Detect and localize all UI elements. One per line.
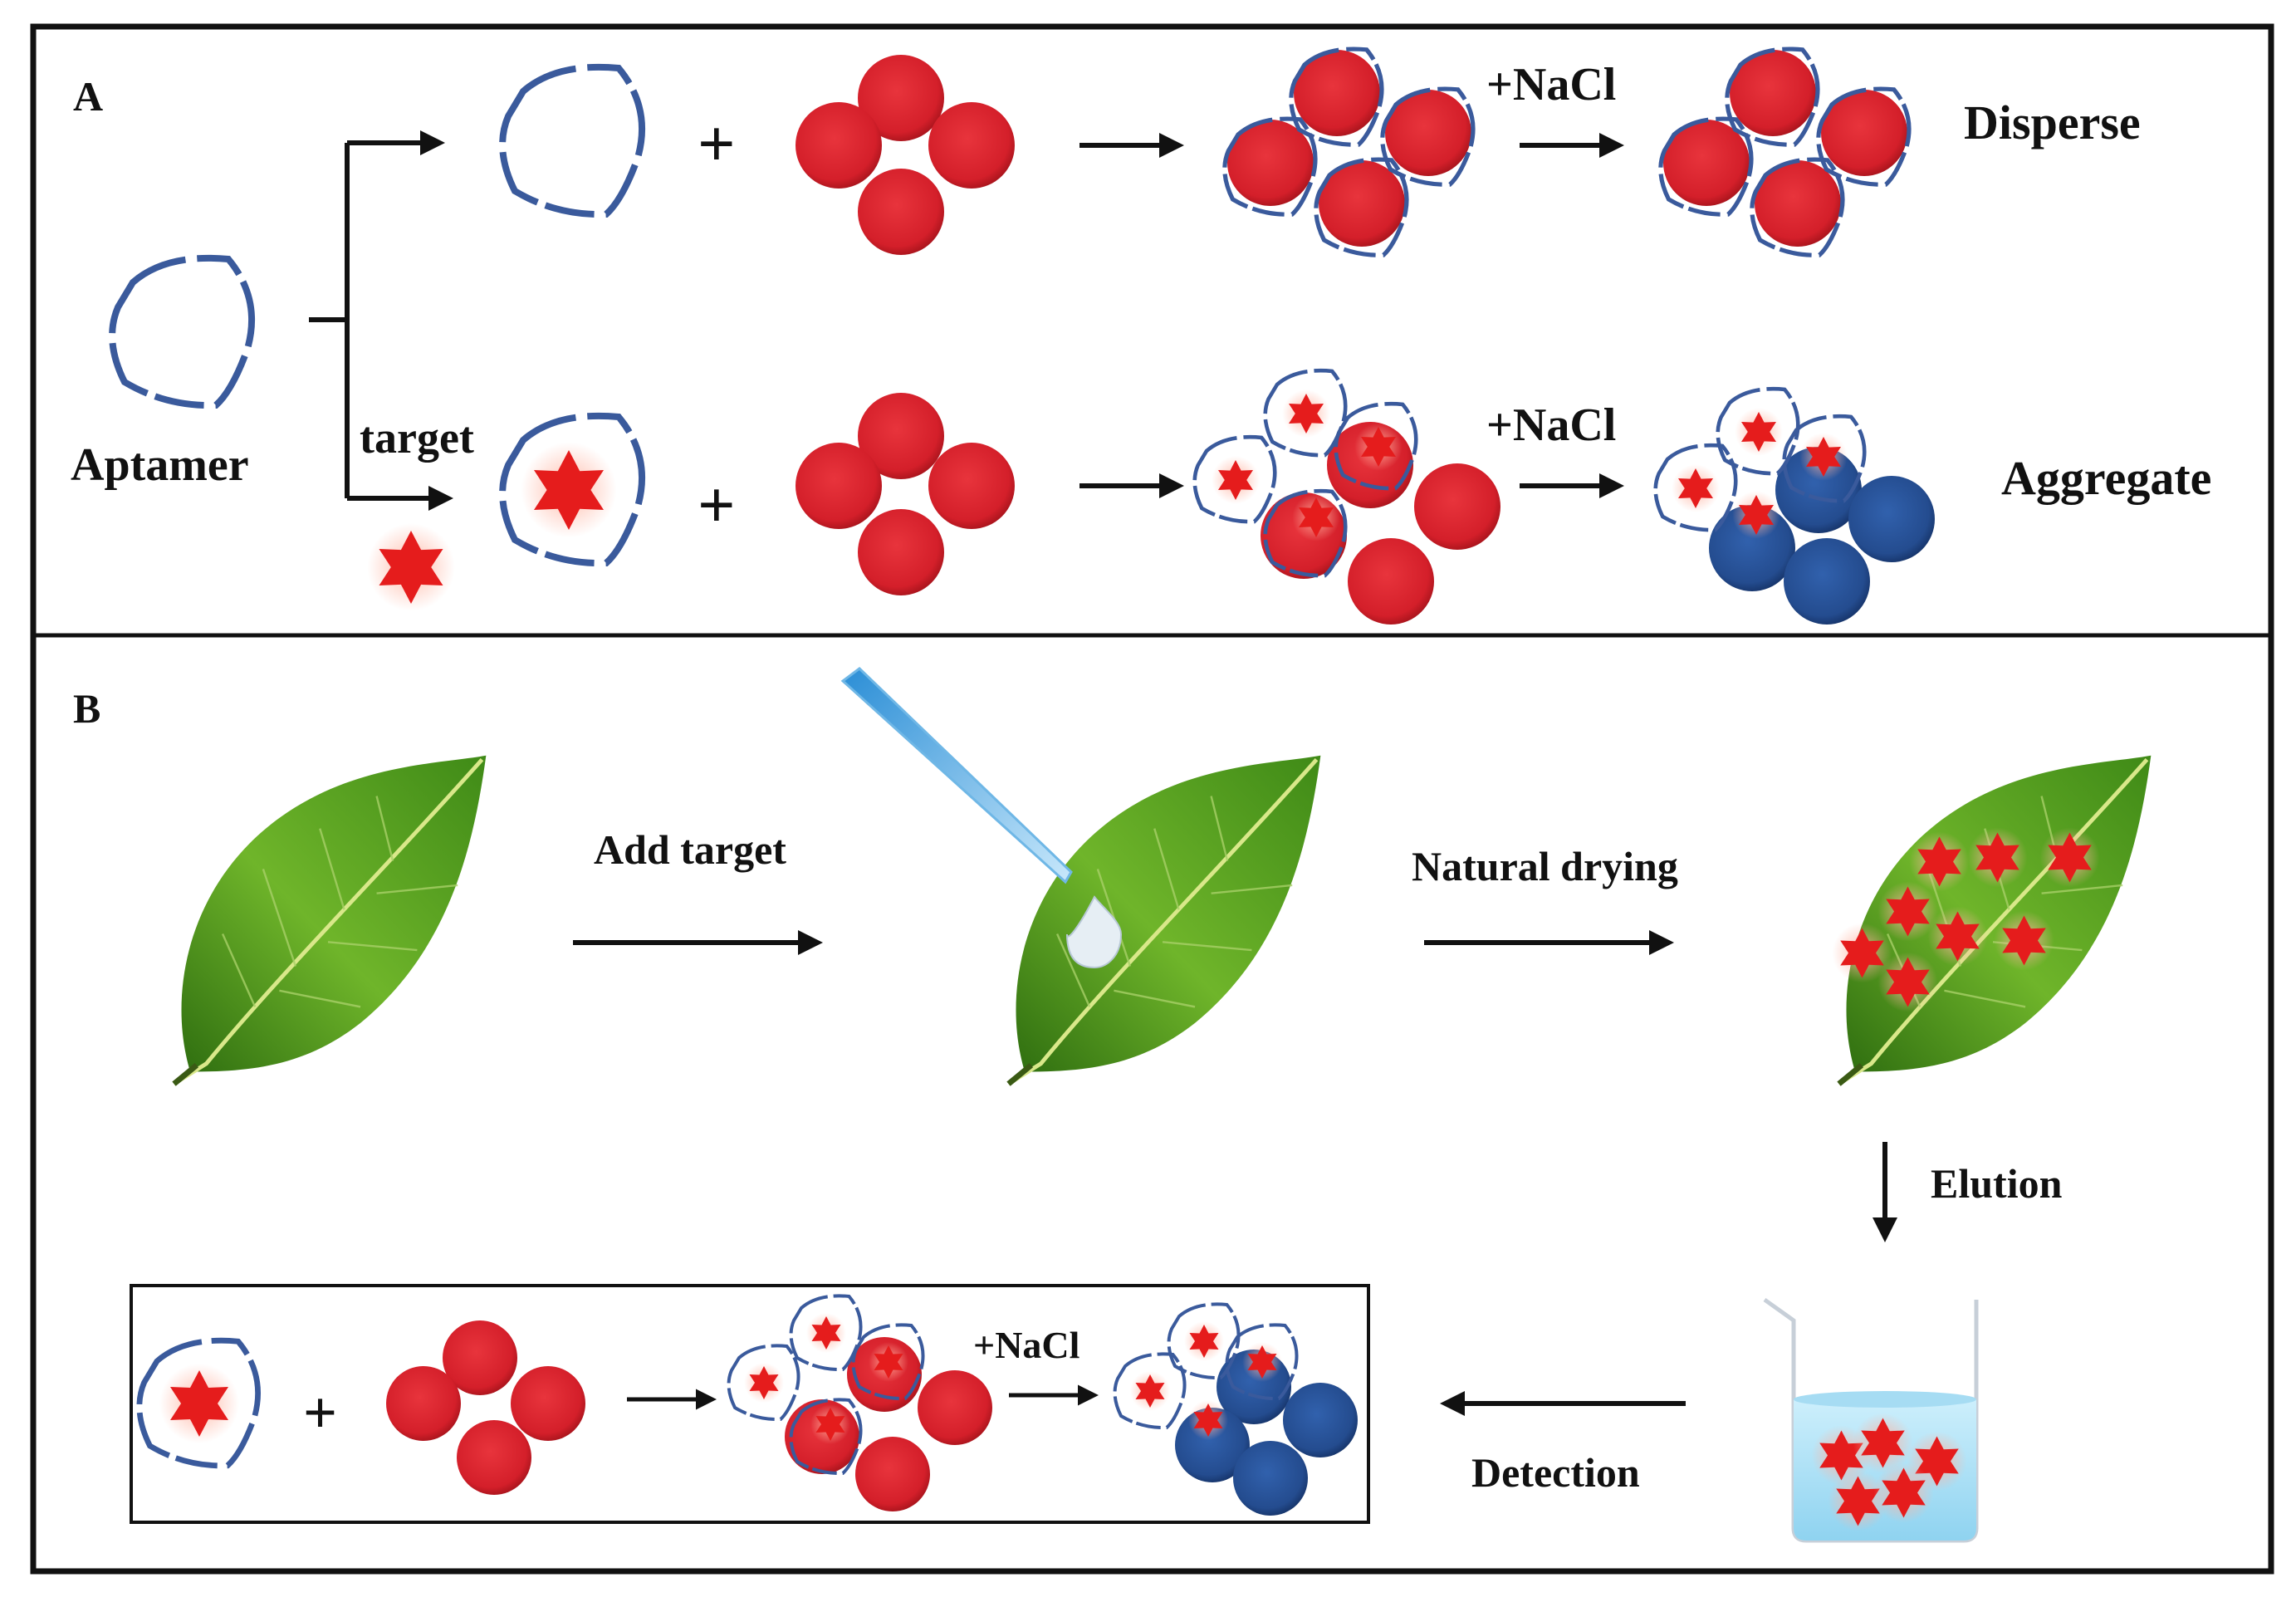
target-star-icon	[367, 523, 455, 611]
gold-nanoparticles-inset	[386, 1320, 585, 1495]
gold-nanoparticles-dispersed	[796, 55, 1015, 255]
aggregate-label: Aggregate	[2001, 451, 2211, 505]
outer-frame	[30, 23, 2274, 1575]
gold-nanoparticles-bare	[796, 393, 1015, 595]
aptamer-coated-nanoparticles	[1225, 49, 1473, 255]
panel-a-label: A	[73, 73, 103, 120]
elution-label: Elution	[1931, 1160, 2063, 1207]
pipette-icon	[840, 667, 1073, 884]
disperse-label: Disperse	[1964, 96, 2141, 149]
aggregated-nanoparticles-inset	[1113, 1302, 1358, 1516]
dispersed-stable-nanoparticles	[1661, 49, 1909, 255]
nacl-label-bottom: +NaCl	[1486, 399, 1616, 451]
leaf-icon	[1009, 756, 1321, 1084]
partially-protected-nanoparticles-inset	[727, 1294, 992, 1511]
plus-sign-top: +	[698, 108, 736, 181]
leaf-with-targets-icon	[1832, 756, 2152, 1084]
plus-sign-bottom: +	[698, 469, 736, 542]
beaker-icon	[1763, 1297, 1979, 1543]
nacl-label-top: +NaCl	[1486, 59, 1616, 110]
aptamer-loop-icon	[502, 67, 642, 214]
leaf-icon	[174, 756, 487, 1084]
nacl-label-inset: +NaCl	[973, 1324, 1079, 1366]
droplet-icon	[1066, 895, 1123, 969]
aptamer-target-complex-icon	[502, 416, 642, 563]
aptamer-loop-icon	[112, 258, 252, 405]
aggregated-nanoparticles	[1656, 389, 1935, 625]
branch-arrows	[309, 130, 453, 511]
detection-label: Detection	[1471, 1449, 1640, 1496]
detection-inset-frame	[130, 1284, 1370, 1524]
target-label: target	[360, 413, 474, 463]
aptamer-target-complex-icon	[140, 1340, 258, 1466]
partially-protected-nanoparticles	[1195, 370, 1500, 625]
aptamer-label: Aptamer	[71, 439, 249, 491]
panel-b-label: B	[73, 685, 100, 732]
plus-sign-inset: +	[303, 1379, 337, 1446]
natural-drying-label: Natural drying	[1412, 843, 1678, 889]
add-target-label: Add target	[594, 826, 786, 873]
